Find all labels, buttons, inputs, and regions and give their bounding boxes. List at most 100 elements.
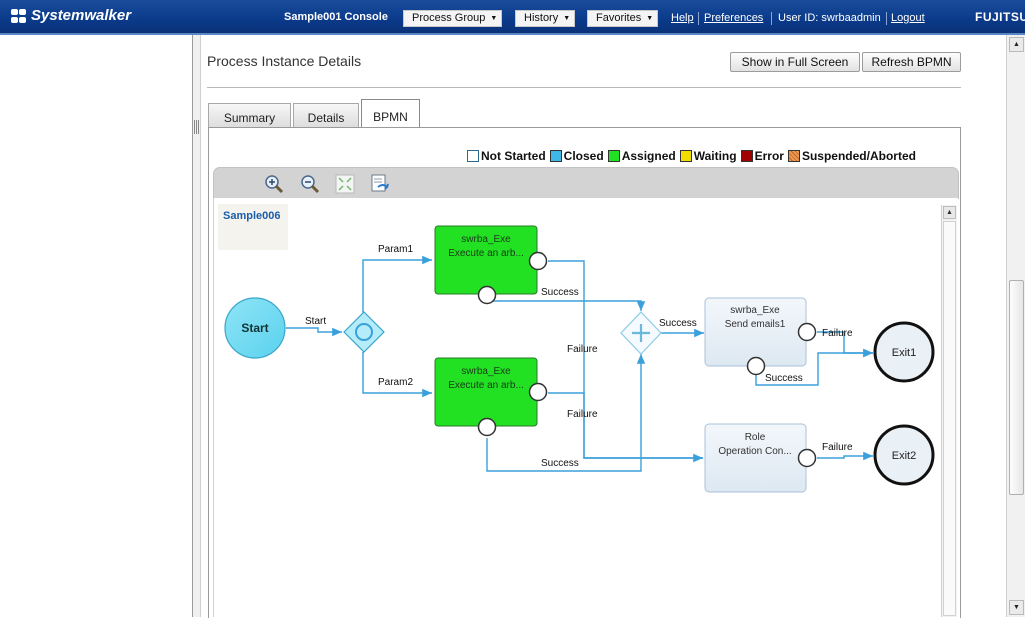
legend-closed: Closed [549,149,604,163]
bpmn-diagram: Start swrba_Exe Execute an arb... swrba_… [224,225,935,493]
process-group-label: Process Group [412,12,486,24]
bpmn-toolbar [213,167,959,199]
show-full-screen-button[interactable]: Show in Full Screen [730,52,860,72]
preferences-link[interactable]: Preferences [704,12,764,24]
parallel-plus-icon [632,324,650,342]
flow-label-success-b: Success [541,458,579,469]
legend-swatch [467,150,479,162]
help-link[interactable]: Help [671,12,694,24]
gateway-marker-icon [355,323,373,341]
legend-assigned: Assigned [607,149,676,163]
canvas-scrollbar[interactable]: ▲ [941,205,957,617]
flow-label-success-c: Success [765,373,803,384]
flow-label-success-join: Success [659,318,697,329]
flow-label-param2: Param2 [378,377,413,388]
flow-failure-d [817,451,873,461]
flow-label-param1: Param1 [378,244,413,255]
task-execute-2-line1: swrba_Exe [461,366,511,377]
history-label: History [524,12,559,24]
scroll-up-icon[interactable]: ▲ [943,206,956,219]
boundary-event-icon[interactable] [477,417,497,437]
console-title: Sample001 Console [284,11,388,23]
systemwalker-logo: Systemwalker [10,7,131,24]
scroll-down-icon[interactable]: ▼ [1009,600,1024,615]
legend-swatch [679,150,692,162]
exit2-label: Exit2 [892,450,916,462]
systemwalker-logo-icon [11,8,26,23]
task-execute-2-line2: Execute an arb... [448,380,524,391]
tab-details[interactable]: Details [293,103,359,128]
legend-label: Not Started [481,149,546,163]
split-gateway[interactable] [343,311,385,353]
legend-label: Waiting [693,149,737,163]
legend-label: Suspended/Aborted [801,149,916,163]
task-execute-1-line1: swrba_Exe [461,234,511,245]
bpmn-canvas[interactable]: Sample006 [213,198,958,617]
left-pane [0,35,193,617]
flow-label-failure-d: Failure [822,442,853,453]
flow-failure-b [548,392,703,459]
scrollbar-thumb[interactable] [943,221,956,616]
favorites-menu[interactable]: Favorites▼ [587,10,659,27]
zoom-out-icon[interactable] [299,173,321,195]
flow-label-failure-a: Failure [567,344,598,355]
flow-success-b [486,354,646,472]
task-send-emails-line2: Send emails1 [725,319,786,330]
legend-swatch [787,150,800,162]
tab-summary[interactable]: Summary [208,103,291,128]
boundary-event-icon[interactable] [746,356,766,376]
chevron-down-icon: ▼ [563,15,571,22]
chevron-down-icon: ▼ [646,15,654,22]
task-operation-line1: Role [745,432,766,443]
brand-name: Systemwalker [31,7,132,24]
flow-label-success-a: Success [541,287,579,298]
boundary-event-icon[interactable] [477,285,497,305]
scroll-up-icon[interactable]: ▲ [1009,37,1024,52]
page-title: Process Instance Details [207,53,362,69]
scrollbar-thumb[interactable] [1009,280,1024,495]
legend-suspended-aborted: Suspended/Aborted [787,149,916,163]
legend-swatch [607,150,620,162]
history-menu[interactable]: History ▼ [515,10,576,27]
flow-start [286,327,342,337]
window-scrollbar[interactable]: ▲ ▼ [1006,35,1025,617]
legend-error: Error [740,149,784,163]
boundary-event-icon[interactable] [797,322,817,342]
boundary-event-icon[interactable] [528,251,548,271]
divider [207,87,961,88]
divider [771,12,772,25]
status-legend: Not Started Closed Assigned Waiting Erro… [467,149,920,163]
flow-label-failure-b: Failure [567,409,598,420]
top-bar: Systemwalker Sample001 Console Process G… [0,0,1025,35]
start-event[interactable] [224,297,286,359]
splitter-grip-icon[interactable] [194,120,199,134]
process-name-label: Sample006 [218,204,288,250]
export-icon[interactable] [369,173,391,195]
boundary-event-icon[interactable] [797,448,817,468]
task-execute-1-line2: Execute an arb... [448,248,524,259]
flow-success-a [486,300,646,311]
user-id: User ID: swrbaadmin [778,12,881,24]
exit2-event[interactable] [873,424,935,486]
start-event-label: Start [241,321,268,335]
flow-success-c [755,348,873,386]
refresh-bpmn-button[interactable]: Refresh BPMN [862,52,961,72]
legend-swatch [549,150,562,162]
zoom-in-icon[interactable] [263,173,285,195]
logout-link[interactable]: Logout [891,12,925,24]
process-group-menu[interactable]: Process Group ▼ [403,10,503,27]
task-send-emails-line1: swrba_Exe [730,305,780,316]
legend-waiting: Waiting [679,149,737,163]
divider [698,12,699,25]
exit1-event[interactable] [873,321,935,383]
fit-to-window-icon[interactable] [334,173,356,195]
pane-splitter[interactable] [193,35,201,617]
chevron-down-icon: ▼ [490,15,498,22]
tab-bpmn[interactable]: BPMN [361,99,420,129]
legend-label: Assigned [621,149,676,163]
divider [886,12,887,25]
boundary-event-icon[interactable] [528,382,548,402]
flow-param2 [362,352,432,398]
fujitsu-logo: FUJITSU [975,10,1025,24]
exit1-label: Exit1 [892,347,916,359]
